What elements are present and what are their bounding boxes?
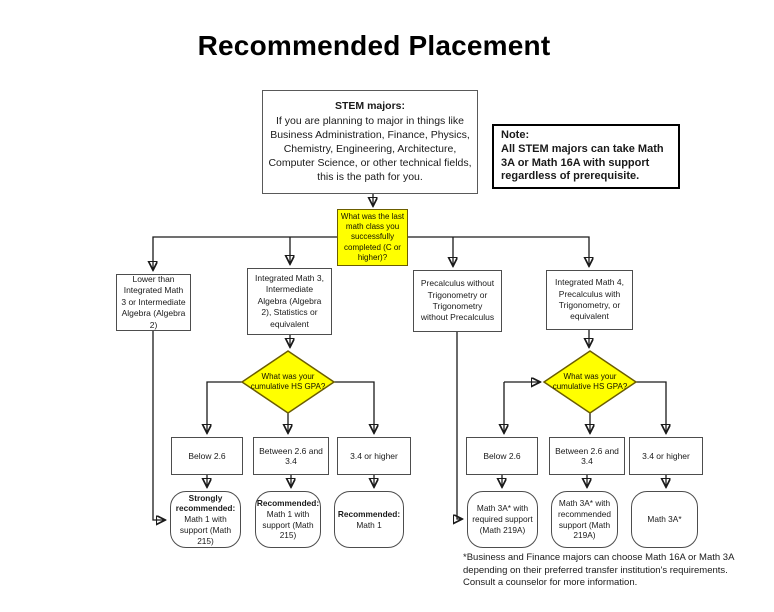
last-math-class-question: What was the last math class you success… (337, 209, 408, 266)
level-box-math3: Integrated Math 3, Intermediate Algebra … (247, 268, 332, 335)
right-gpa-higher: 3.4 or higher (629, 437, 703, 475)
right-gpa-question: What was your cumulative HS GPA? (552, 371, 628, 391)
stem-majors-body: If you are planning to major in things l… (268, 114, 472, 184)
note-heading: Note: (501, 129, 530, 141)
stem-majors-heading: STEM majors: (334, 100, 405, 113)
level-box-precalc-partial: Precalculus without Trigonometry or Trig… (413, 270, 502, 332)
result-math1-strong-support: Strongly recommended: Math 1 with suppor… (170, 491, 241, 548)
result-heading: Strongly recommended: (175, 492, 236, 514)
connector-to-level4 (408, 236, 589, 265)
level-box-below-math3: Lower than Integrated Math 3 or Intermed… (116, 274, 191, 331)
stem-majors-box: STEM majors: If you are planning to majo… (262, 90, 478, 194)
page-title: Recommended Placement (197, 30, 551, 61)
business-finance-footnote: *Business and Finance majors can choose … (463, 552, 734, 589)
connector-level3-to-result (457, 332, 461, 519)
result-math1: Recommended: Math 1 (334, 491, 404, 548)
left-gpa-higher: 3.4 or higher (337, 437, 411, 475)
result-body: Math 1 with support (Math 215) (179, 514, 232, 546)
left-gpa-between: Between 2.6 and 3.4 (253, 437, 329, 475)
result-body: Math 1 with support (Math 215) (262, 508, 314, 541)
left-gpa-question: What was your cumulative HS GPA? (250, 371, 326, 391)
result-math3a: Math 3A* (631, 491, 698, 548)
result-math3a-required-support: Math 3A* with required support (Math 219… (467, 491, 538, 548)
connector-level1-to-result (152, 331, 164, 520)
right-gpa-between: Between 2.6 and 3.4 (549, 437, 625, 475)
level-box-math4: Integrated Math 4, Precalculus with Trig… (546, 270, 633, 330)
result-body: Math 1 (356, 519, 382, 530)
connector-rdiamond-higher (636, 381, 666, 432)
connector-ldiamond-higher (334, 381, 374, 432)
result-math1-support: Recommended: Math 1 with support (Math 2… (255, 491, 321, 548)
connector-to-level1 (153, 236, 337, 269)
note-box: Note: All STEM majors can take Math 3A o… (492, 124, 680, 189)
connector-ldiamond-below (207, 381, 242, 432)
note-body: All STEM majors can take Math 3A or Math… (501, 142, 664, 183)
result-heading: Recommended: (337, 508, 401, 519)
right-gpa-below: Below 2.6 (466, 437, 538, 475)
result-math3a-recommended-support: Math 3A* with recommended support (Math … (551, 491, 618, 548)
result-heading: Recommended: (256, 497, 320, 508)
left-gpa-below: Below 2.6 (171, 437, 243, 475)
